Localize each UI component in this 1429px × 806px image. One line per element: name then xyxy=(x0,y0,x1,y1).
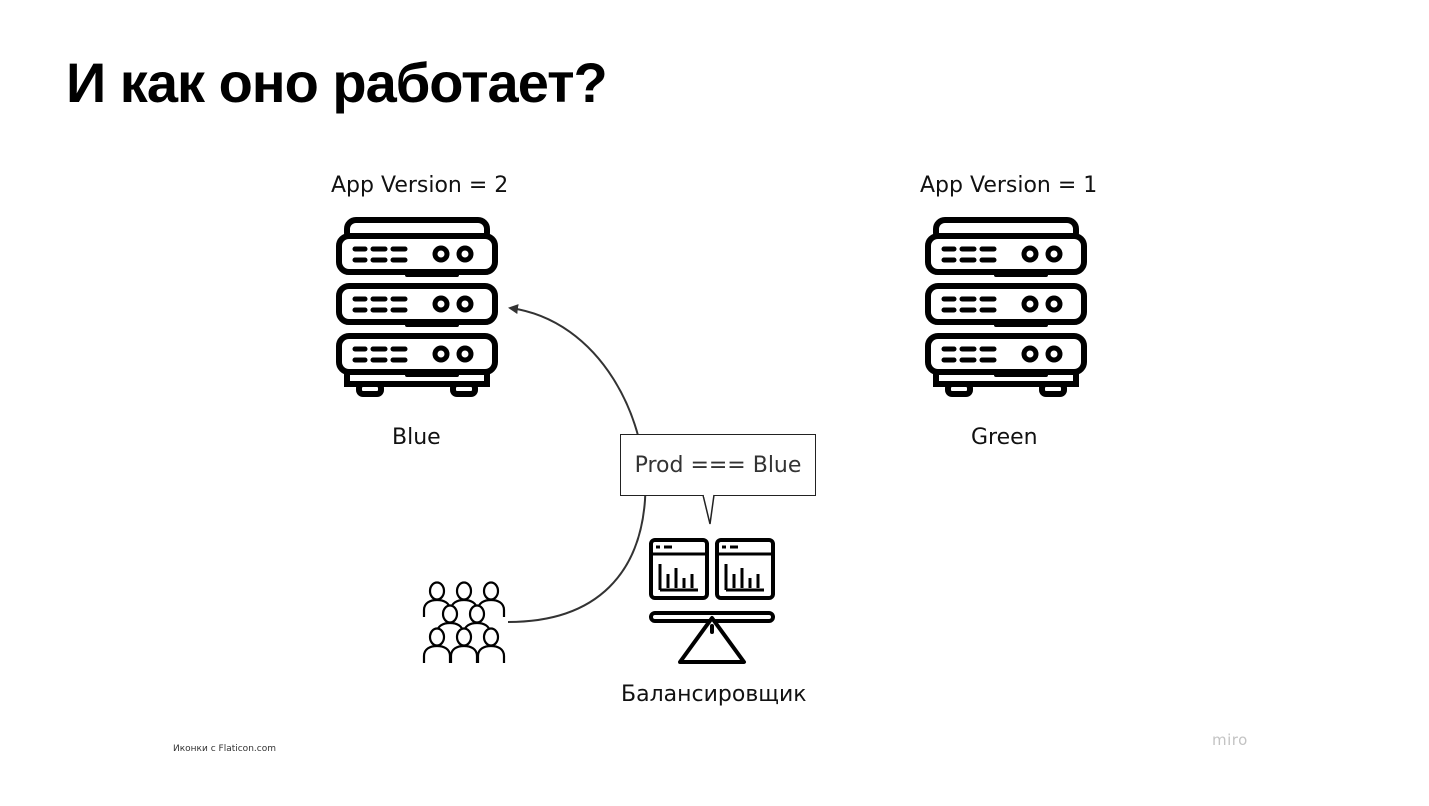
balancer-label: Балансировщик xyxy=(621,682,807,707)
load-balancer-icon xyxy=(649,538,775,664)
blue-server-label: Blue xyxy=(392,425,441,450)
brand-logo: miro xyxy=(1212,731,1248,749)
green-server-label: Green xyxy=(971,425,1038,450)
page-title: И как оно работает? xyxy=(66,51,608,114)
green-version-label: App Version = 1 xyxy=(920,173,1098,198)
callout-text: Prod === Blue xyxy=(634,452,802,478)
icon-credit: Иконки с Flaticon.com xyxy=(173,744,276,754)
balancer-callout: Prod === Blue xyxy=(620,434,816,496)
blue-version-label: App Version = 2 xyxy=(331,173,509,198)
